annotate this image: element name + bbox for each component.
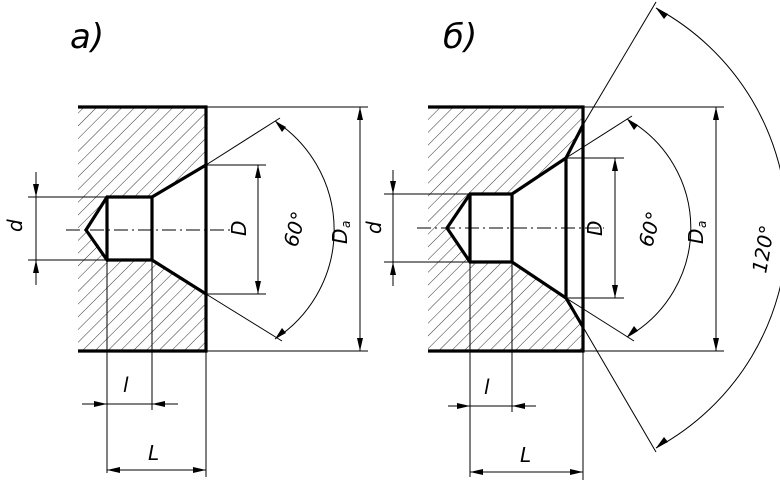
- dim-l-b: l: [448, 262, 536, 477]
- label-Da-b: D: [684, 229, 708, 244]
- label-Da-sub-a: a: [339, 221, 353, 228]
- body-outline-a: [78, 105, 208, 353]
- label-L-b: L: [520, 443, 531, 467]
- label-Da-sub-b: a: [695, 221, 709, 228]
- label-angle-a: 60°: [279, 209, 311, 249]
- body-outline-b: [428, 105, 585, 353]
- dim-D-a: D: [206, 164, 266, 295]
- dim-L-a: L: [107, 351, 207, 477]
- dim-angle-120-b: 120°: [582, 1, 780, 453]
- figure-a: а) d D: [3, 17, 368, 477]
- dim-angle-a: 60°: [205, 117, 335, 342]
- label-angle-b: 60°: [634, 209, 666, 249]
- dim-d-b: d: [362, 170, 470, 286]
- label-l-b: l: [484, 375, 490, 399]
- dim-l-a: l: [82, 260, 178, 473]
- label-Da-a: D: [328, 229, 352, 244]
- label-l-a: l: [123, 373, 129, 397]
- label-D-a: D: [227, 221, 251, 236]
- label-angle2-b: 120°: [747, 223, 779, 275]
- label-L-a: L: [148, 441, 159, 465]
- dim-D-b: D: [566, 157, 624, 299]
- dim-Da-b: D a: [583, 106, 724, 352]
- dim-L-b: L: [470, 351, 584, 480]
- body-hatch-a: [78, 107, 206, 351]
- label-D-b: D: [583, 221, 607, 236]
- caption-b: б): [443, 17, 477, 57]
- label-d-a: d: [3, 219, 27, 232]
- label-d-b: d: [362, 221, 386, 234]
- dim-d-a: d: [3, 172, 107, 285]
- figure-b: б) d D: [362, 1, 780, 480]
- body-hatch-b: [428, 107, 583, 351]
- caption-a: а): [70, 17, 104, 57]
